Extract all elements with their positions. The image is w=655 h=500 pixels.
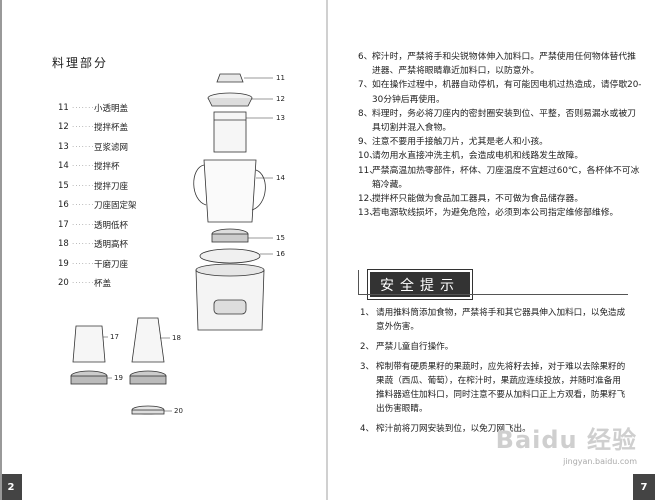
part-item: 16··········刀座固定架 [58,200,137,212]
part-item: 13··········豆浆滤网 [58,141,129,153]
note-item: 7、如在操作过程中，机器自动停机，有可能因电机过热造成，请停歇20-30分钟后再… [358,80,642,105]
diagram-label-19: 19 [114,374,123,382]
part-item: 18··········透明高杯 [58,239,129,251]
safety-note-item: 3、榨制带有硬质果籽的果蔬时，应先将籽去掉，对于难以去除果籽的果蔬（西瓜、葡萄）… [360,362,626,414]
safety-underline [358,294,628,295]
part-item: 14··········搅拌杯 [58,161,120,173]
part-item: 12··········搅拌杯盖 [58,122,129,134]
note-item: 11、严禁高温加热零部件，杯体、刀座温度不宜超过60℃，各杯体不可冰箱冷藏。 [358,165,640,190]
watermark: Baidu 经验 jingyan.baidu.com [496,420,637,466]
note-item: 12、搅拌杯只能做为食品加工器具，不可做为食品储存器。 [358,194,584,205]
note-item: 8、料理时，务必将刀座内的密封圈安装到位、平整，否则易漏水或被刀具切割并混入食物… [358,108,636,134]
usage-notes: 6、榨汁时，严禁将手和尖锐物体伸入加料口。严禁使用任何物体替代推进器、严禁将眼睛… [358,50,643,220]
diagram-label-18: 18 [172,334,181,342]
part-item: 20··········杯盖 [58,278,112,290]
note-item: 13、若电源软线损坏，为避免危险，必须到本公司指定维修部维修。 [358,208,619,219]
fixing-rack-shape [199,248,261,264]
safety-bracket [358,270,359,295]
part-item: 19··········干磨刀座 [58,258,129,270]
note-item: 6、榨汁时，严禁将手和尖锐物体伸入加料口。严禁使用任何物体替代推进器、严禁将眼睛… [358,52,636,77]
part-item: 17··········透明低杯 [58,219,129,231]
section-title: 料理部分 [52,56,109,70]
diagram-label-16: 16 [276,250,285,258]
diagram-label-17: 17 [110,333,119,341]
diagram-label-14: 14 [276,174,285,182]
diagram-label-13: 13 [276,114,285,122]
high-cup-shape [131,317,165,363]
exploded-diagram: 11 12 13 14 15 16 17 18 19 20 [70,73,285,415]
safety-note-item: 2、严禁儿童自行操作。 [360,342,454,352]
book-spine [326,0,328,500]
filter-shape [213,111,247,153]
page-number-right: 7 [633,474,655,500]
diagram-label-15: 15 [276,234,285,242]
left-page: 料理部分 11··········小透明盖 12··········搅拌杯盖 1… [0,0,327,500]
right-page: 6、榨汁时，严禁将手和尖锐物体伸入加料口。严禁使用任何物体替代推进器、严禁将眼睛… [328,0,655,500]
watermark-logo: Baidu 经验 [495,426,637,454]
diagram-label-12: 12 [276,95,285,103]
safety-notes: 1、请用推料筒添加食物，严禁将手和其它器具伸入加料口，以免造成意外伤害。 2、严… [360,306,628,442]
jug-shape [203,159,257,223]
note-item: 10、请勿用水直接冲洗主机，会造成电机和线路发生故障。 [358,151,584,162]
parts-list: 11··········小透明盖 12··········搅拌杯盖 13····… [58,98,178,293]
small-lid-shape [216,73,244,83]
left-edge [0,0,2,500]
low-cup-shape [72,325,106,363]
safety-note-item: 1、请用推料筒添加食物，严禁将手和其它器具伸入加料口，以免造成意外伤害。 [360,308,626,332]
part-item: 11··········小透明盖 [58,102,129,114]
watermark-url: jingyan.baidu.com [563,457,637,466]
note-item: 9、注意不要用手接触刀片，尤其是老人和小孩。 [358,137,548,148]
page-number-left: 2 [0,474,22,500]
diagram-label-20: 20 [174,407,183,415]
part-item: 15··········搅拌刀座 [58,180,129,192]
diagram-label-11: 11 [276,74,285,82]
safety-note-item: 4、榨汁前将刀网安装到位，以免刀网飞出。 [360,424,531,434]
